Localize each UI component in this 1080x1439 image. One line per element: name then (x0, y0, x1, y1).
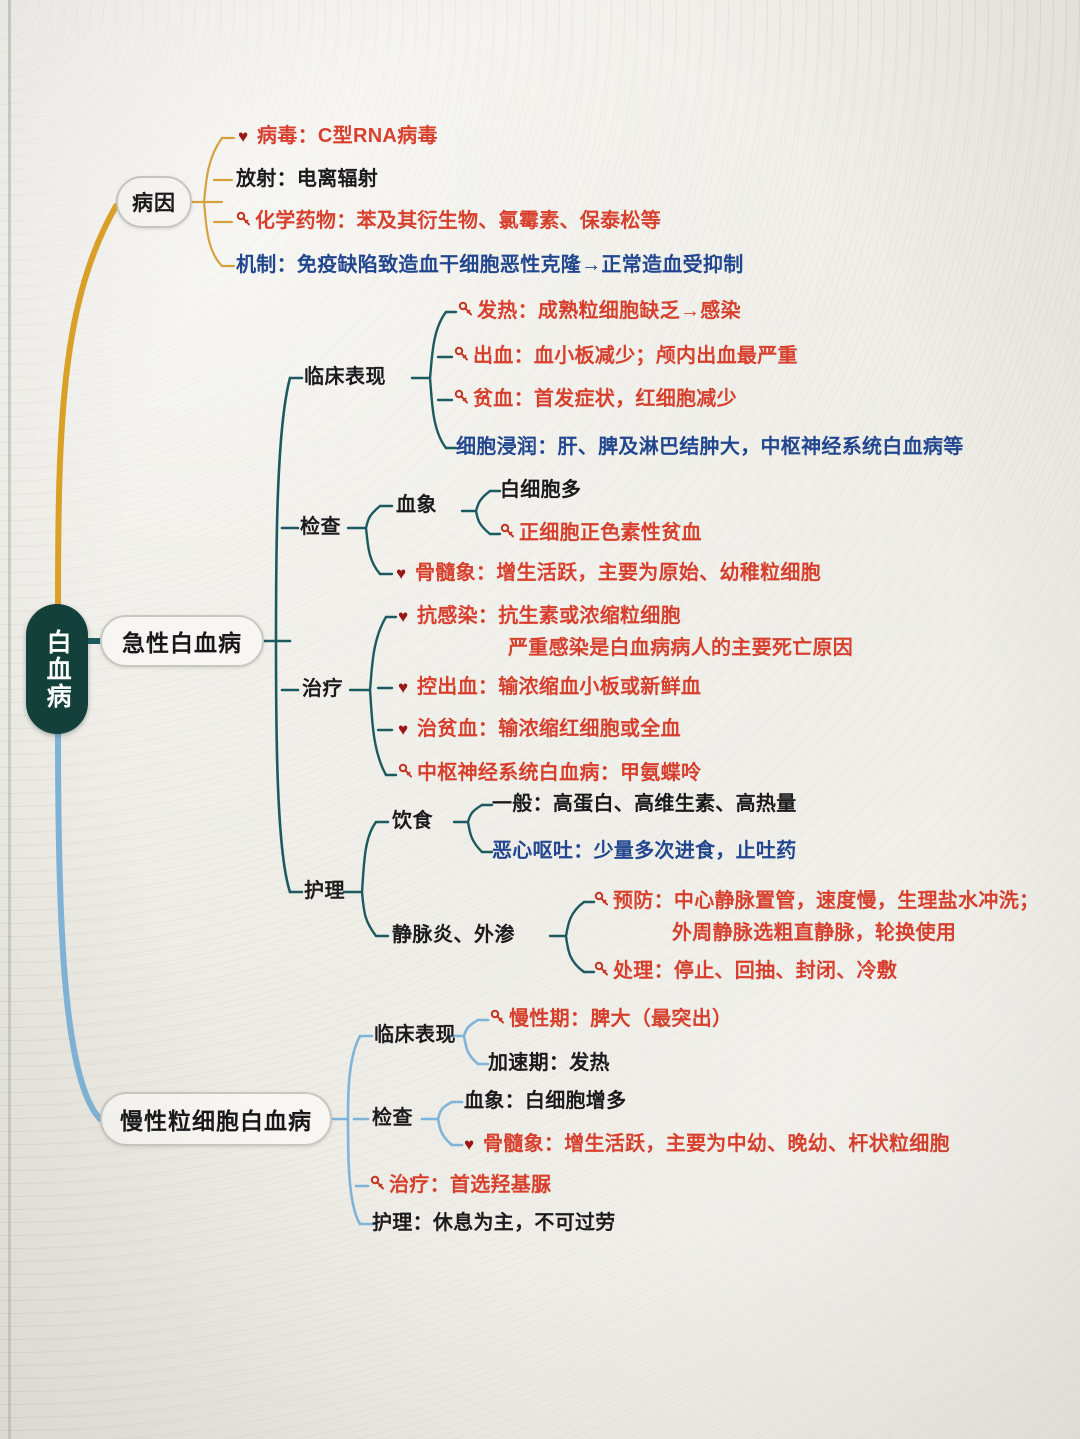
leaf-acute-cns-leukemia[interactable]: 中枢神经系统白血病：甲氨蝶呤 (398, 762, 701, 785)
wire-phlebitis-spine (564, 900, 586, 974)
leaf-acute-treat-anemia[interactable]: ♥治贫血：输浓缩红细胞或全血 (398, 718, 681, 740)
key-icon (594, 890, 609, 906)
mid-label-acute-nursing[interactable]: 护理 (304, 880, 345, 902)
heart-icon: ♥ (238, 127, 249, 146)
leaf-acute-phlebitis-prevention-note: 外周静脉选粗直静脉，轮换使用 (672, 922, 957, 944)
leaf-cause-virus[interactable]: ♥病毒：C型RNA病毒 (238, 125, 438, 147)
heart-icon: ♥ (398, 678, 409, 697)
leaf-chronic-chronic-phase[interactable]: 慢性期：脾大（最突出） (490, 1008, 732, 1031)
leaf-acute-phlebitis-handling[interactable]: 处理：停止、回抽、封闭、冷敷 (594, 960, 897, 983)
leaf-acute-blood-wbc-high[interactable]: 白细胞多 (500, 479, 582, 501)
root-node-leukemia[interactable]: 白血病 (26, 604, 88, 734)
leaf-acute-diet-nausea[interactable]: 恶心呕吐：少量多次进食，止吐药 (492, 840, 797, 862)
leaf-chronic-marrow[interactable]: ♥骨髓象：增生活跃，主要为中幼、晚幼、杆状粒细胞 (464, 1133, 950, 1155)
leaf-acute-anti-infection-note: 严重感染是白血病病人的主要死亡原因 (508, 637, 854, 659)
heart-icon: ♥ (398, 607, 409, 626)
key-icon (500, 522, 515, 538)
wire-blood-spine (474, 489, 492, 536)
mid-label-acute-treatment[interactable]: 治疗 (302, 678, 343, 700)
mid-label-acute-clinical[interactable]: 临床表现 (304, 366, 386, 388)
key-icon (454, 345, 469, 361)
key-icon (458, 300, 473, 316)
leaf-acute-bleeding[interactable]: 出血：血小板减少；颅内出血最严重 (454, 345, 798, 368)
wire-root-to-cause (55, 203, 119, 607)
sub-label-acute-diet[interactable]: 饮食 (392, 810, 433, 832)
wire-clinical-spine (428, 310, 448, 450)
leaf-chronic-treatment[interactable]: 治疗：首选羟基脲 (370, 1174, 551, 1197)
leaf-acute-diet-general[interactable]: 一般：高蛋白、高维生素、高热量 (492, 793, 797, 815)
wire-chronic-spine (346, 1034, 362, 1226)
sub-label-acute-phlebitis[interactable]: 静脉炎、外渗 (392, 924, 515, 946)
wire-diet-spine (466, 803, 484, 854)
leaf-acute-blood-normocytic-anemia[interactable]: 正细胞正色素性贫血 (500, 522, 702, 545)
wire-nursing-spine (360, 820, 378, 938)
key-icon (454, 388, 469, 404)
heart-icon: ♥ (464, 1135, 475, 1154)
leaf-chronic-blood-picture[interactable]: 血象：白细胞增多 (464, 1090, 627, 1112)
heart-icon: ♥ (396, 564, 407, 583)
mid-label-acute-exam[interactable]: 检查 (300, 516, 341, 538)
leaf-chronic-nursing[interactable]: 护理：休息为主，不可过劳 (372, 1212, 616, 1234)
leaf-acute-fever[interactable]: 发热：成熟粒细胞缺乏→感染 (458, 300, 741, 323)
wire-chronic-exam-spine (436, 1100, 454, 1147)
leaf-cause-chemicals[interactable]: 化学药物：苯及其衍生物、氯霉素、保泰松等 (236, 210, 661, 233)
branch-node-cause[interactable]: 病因 (116, 176, 192, 228)
branch-node-chronic-myeloid-leukemia[interactable]: 慢性粒细胞白血病 (100, 1092, 332, 1146)
key-icon (236, 210, 251, 226)
key-icon (594, 960, 609, 976)
wire-treat-spine (368, 615, 388, 777)
leaf-acute-phlebitis-prevention[interactable]: 预防：中心静脉置管，速度慢，生理盐水冲洗； (594, 890, 1039, 913)
wire-root-to-chronic (55, 731, 103, 1122)
key-icon (490, 1008, 505, 1024)
mid-label-chronic-clinical[interactable]: 临床表现 (374, 1024, 456, 1046)
leaf-cause-radiation[interactable]: 放射：电离辐射 (236, 168, 379, 190)
leaf-cause-mechanism[interactable]: 机制：免疫缺陷致造血干细胞恶性克隆→正常造血受抑制 (236, 254, 744, 276)
leaf-chronic-accelerated-phase[interactable]: 加速期：发热 (488, 1052, 610, 1074)
branch-node-acute-leukemia[interactable]: 急性白血病 (100, 615, 264, 667)
key-icon (398, 762, 413, 778)
key-icon (370, 1174, 385, 1190)
leaf-acute-control-bleeding[interactable]: ♥控出血：输浓缩血小板或新鲜血 (398, 676, 702, 698)
leaf-acute-anemia[interactable]: 贫血：首发症状，红细胞减少 (454, 388, 737, 411)
leaf-acute-anti-infection[interactable]: ♥抗感染：抗生素或浓缩粒细胞 (398, 605, 681, 627)
page-binding-edge (8, 0, 11, 1439)
heart-icon: ♥ (398, 720, 409, 739)
mid-label-chronic-exam[interactable]: 检查 (372, 1107, 413, 1129)
sub-label-acute-blood-picture[interactable]: 血象 (396, 494, 437, 516)
wire-chronic-clinical-spine (462, 1018, 480, 1066)
wire-acute-spine (274, 376, 292, 894)
leaf-acute-marrow[interactable]: ♥骨髓象：增生活跃，主要为原始、幼稚粒细胞 (396, 562, 822, 584)
leaf-acute-infiltration[interactable]: 细胞浸润：肝、脾及淋巴结肿大，中枢神经系统白血病等 (456, 436, 964, 458)
wire-exam-spine (364, 504, 382, 576)
